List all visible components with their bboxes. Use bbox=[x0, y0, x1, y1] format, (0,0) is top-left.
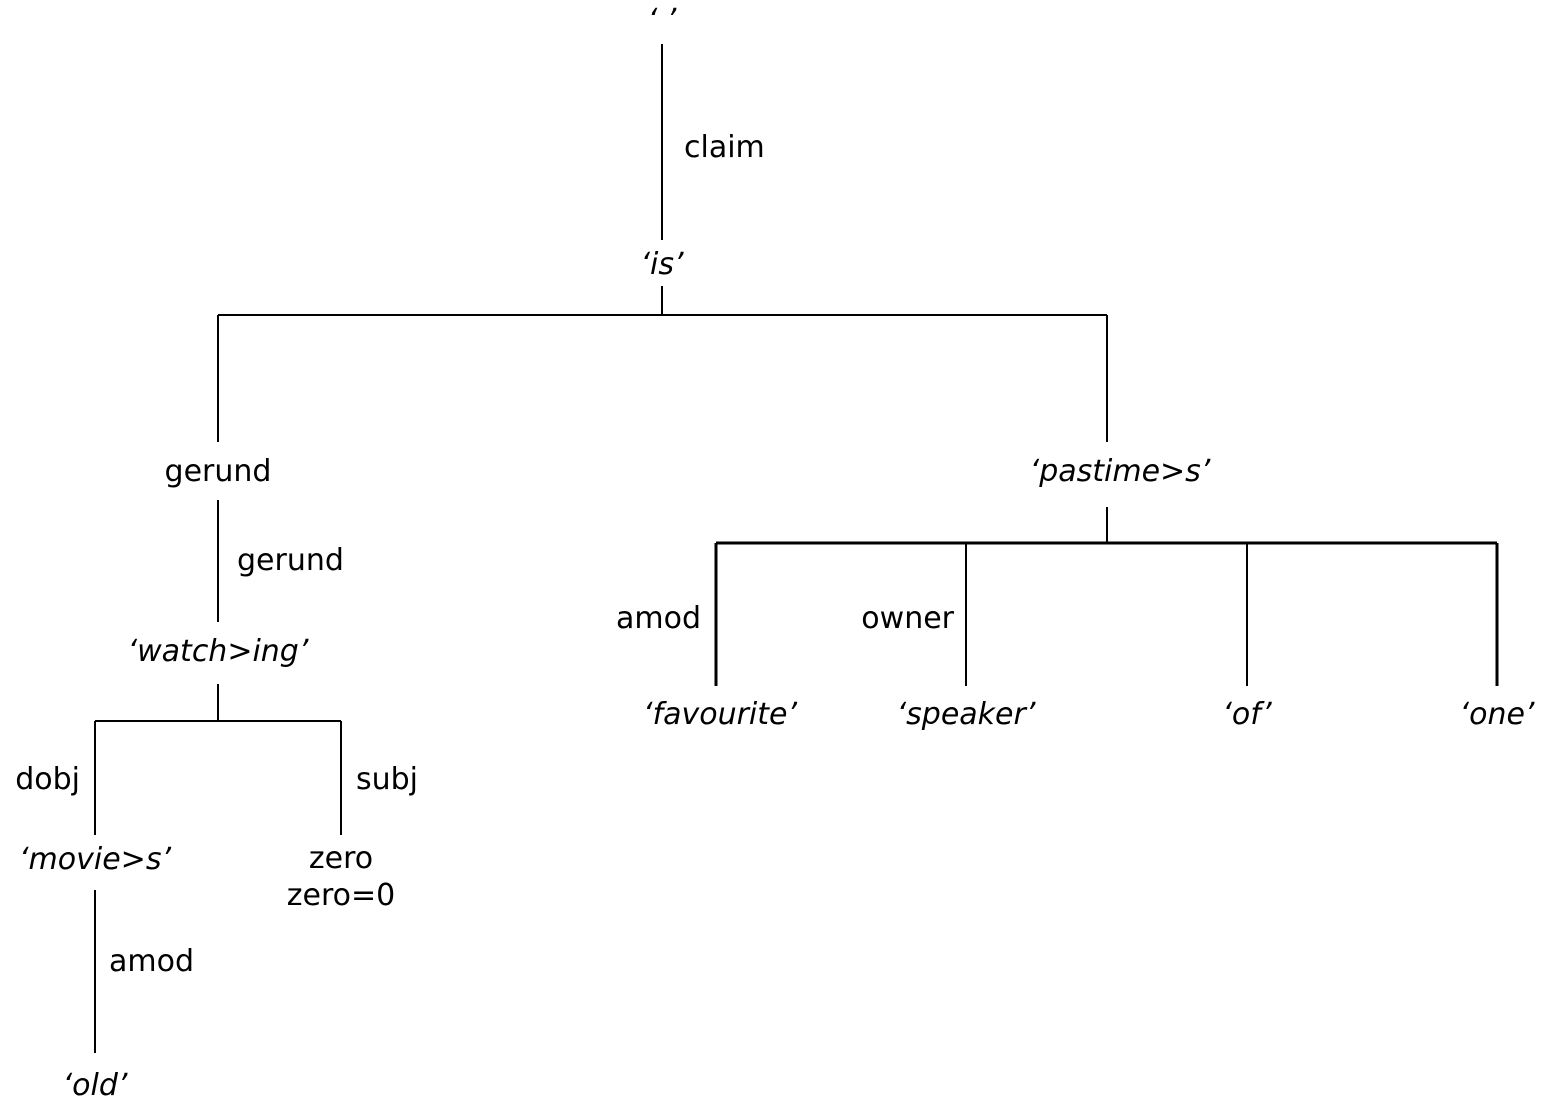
node-pastimes: ‘pastime>s’ bbox=[1030, 454, 1211, 489]
rel-gerund: gerund bbox=[237, 543, 344, 578]
node-movies: ‘movie>s’ bbox=[19, 842, 171, 877]
rel-owner: owner bbox=[861, 601, 954, 636]
node-watching: ‘watch>ing’ bbox=[128, 634, 309, 669]
rel-amod-old: amod bbox=[109, 944, 194, 979]
rel-claim: claim bbox=[684, 130, 765, 165]
node-is: ‘is’ bbox=[640, 247, 684, 282]
node-speaker: ‘speaker’ bbox=[897, 697, 1036, 732]
node-gerund: gerund bbox=[165, 454, 272, 489]
node-root: ‘ ’ bbox=[648, 3, 677, 38]
node-of: ‘of’ bbox=[1222, 697, 1272, 732]
rel-amod-favourite: amod bbox=[616, 601, 701, 636]
node-zero: zero bbox=[309, 841, 373, 876]
node-favourite: ‘favourite’ bbox=[643, 697, 797, 732]
rel-subj: subj bbox=[356, 762, 418, 797]
node-old: ‘old’ bbox=[63, 1068, 128, 1103]
node-zero-value: zero=0 bbox=[287, 878, 395, 913]
node-one: ‘one’ bbox=[1460, 697, 1535, 732]
rel-dobj: dobj bbox=[15, 762, 80, 797]
